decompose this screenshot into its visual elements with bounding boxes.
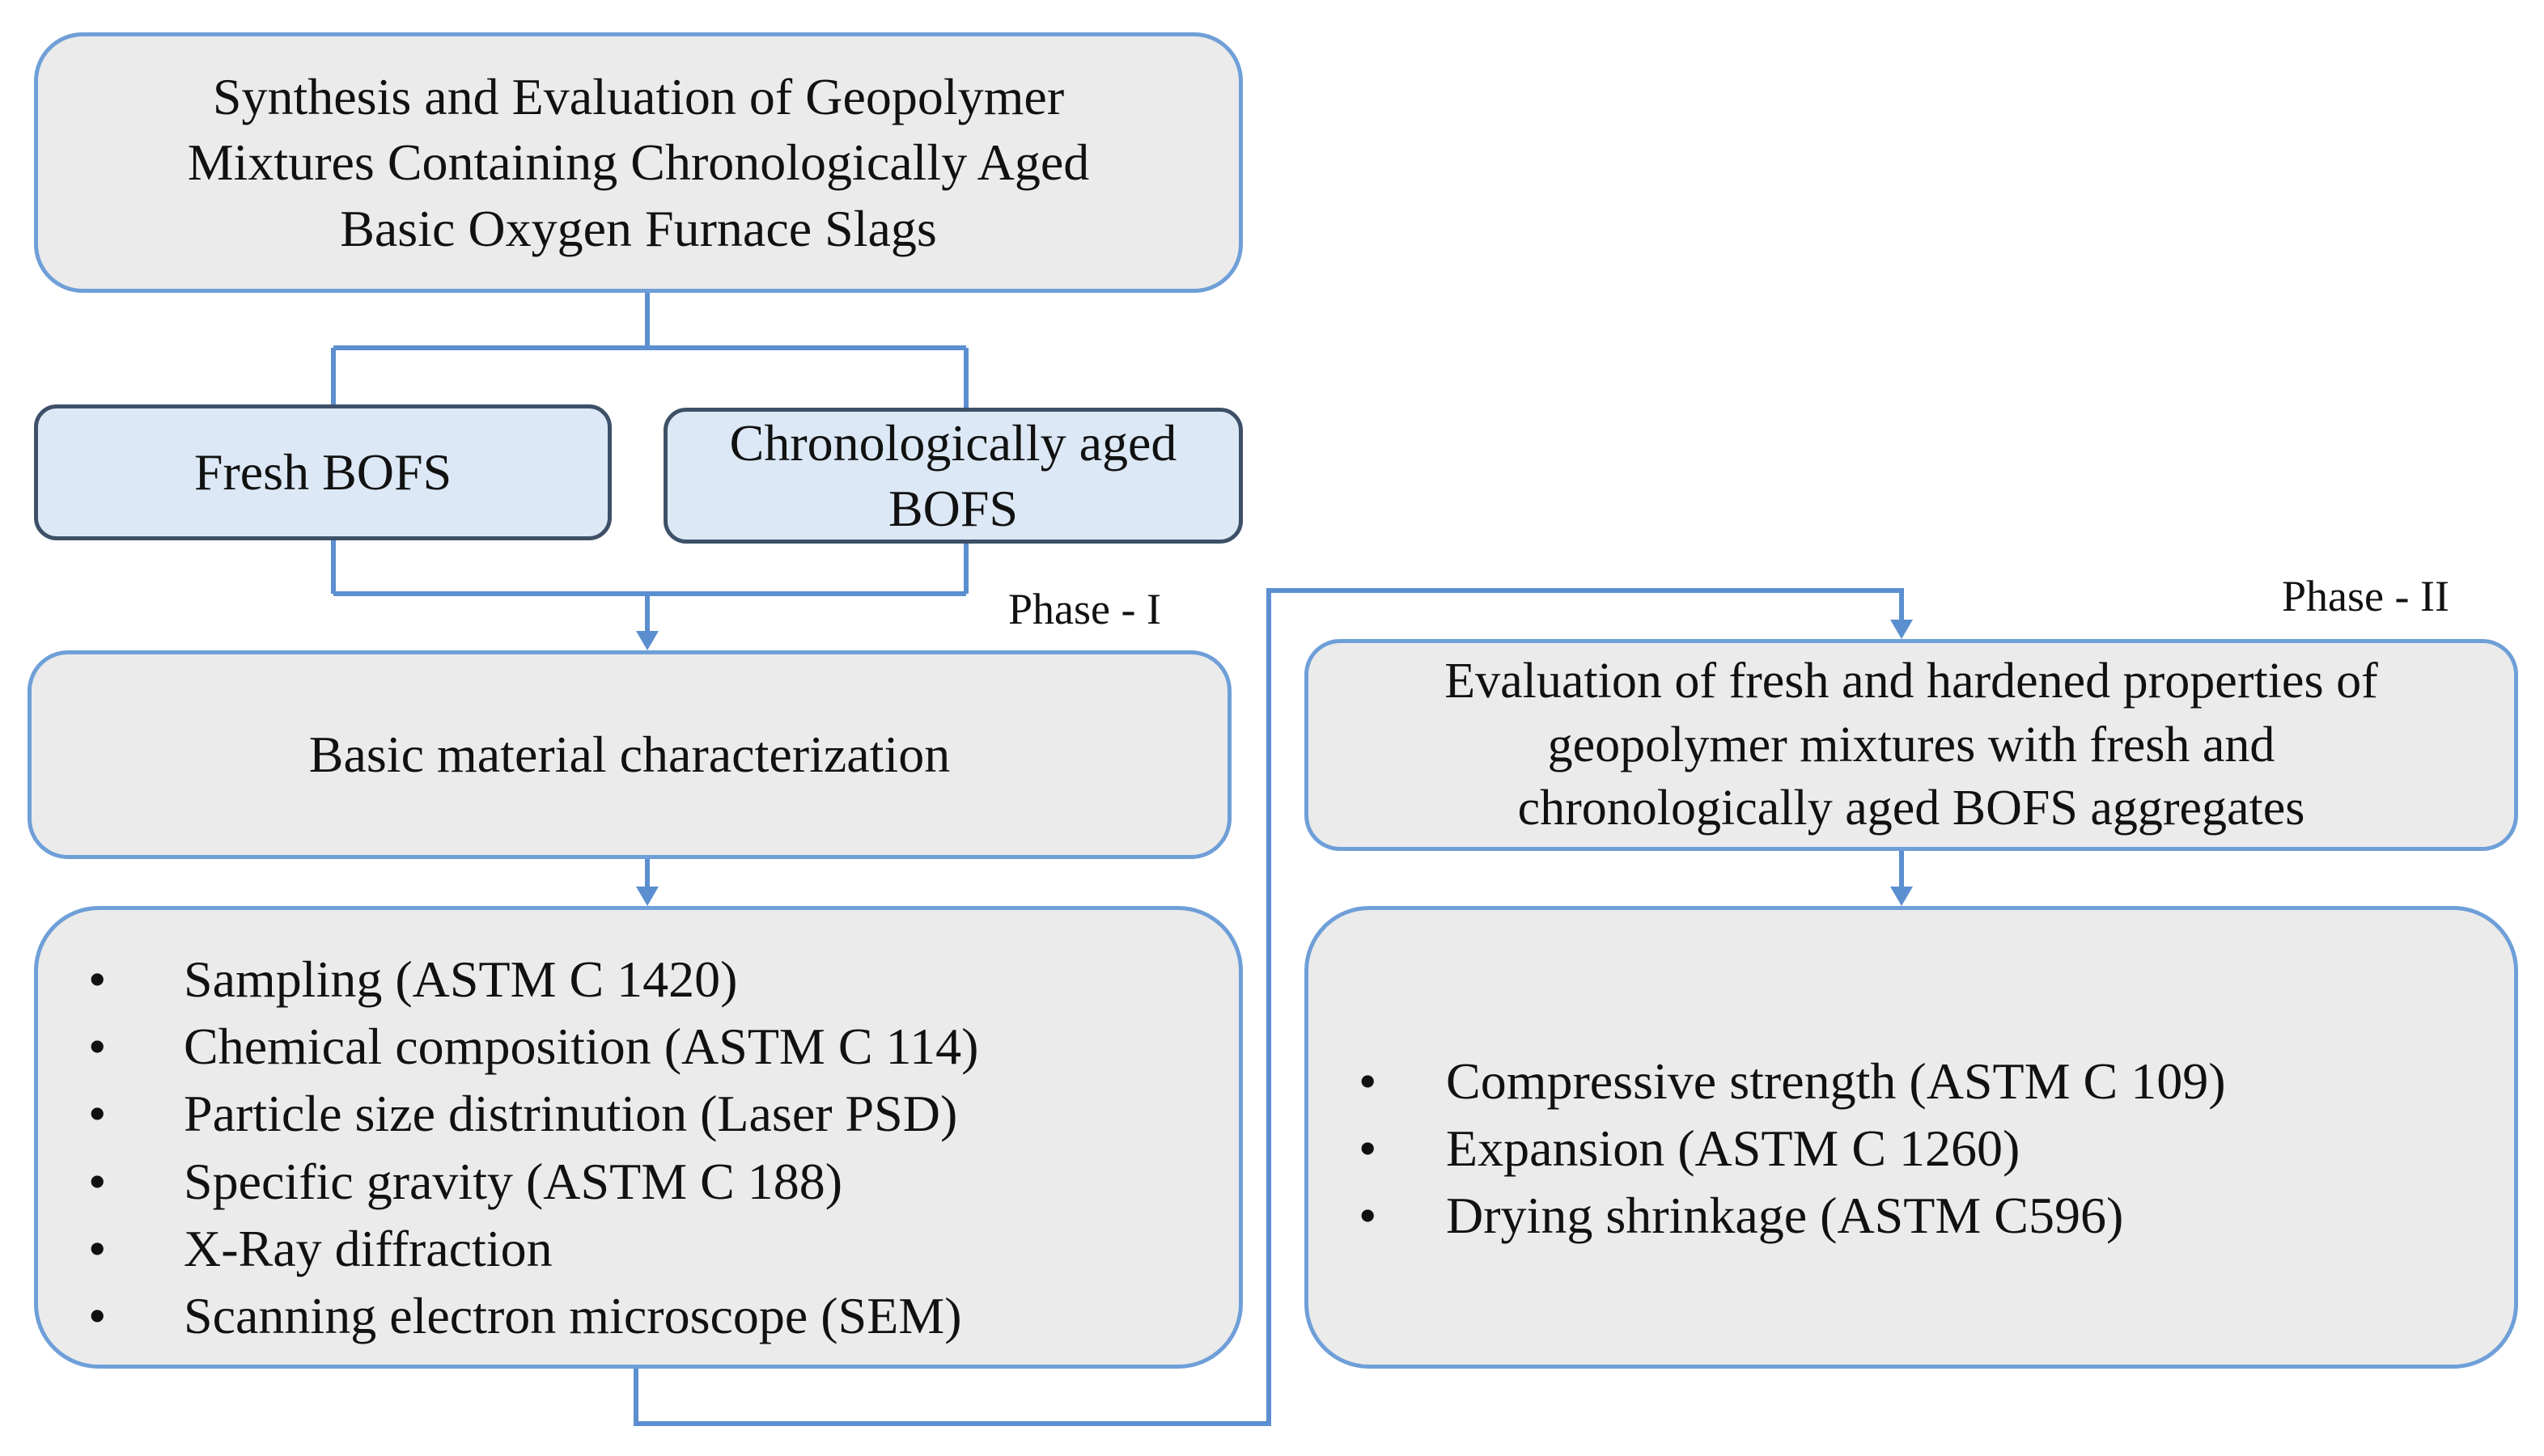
list-item-text: Chemical composition (ASTM C 114) bbox=[184, 1018, 979, 1076]
list-item: • Chemical composition (ASTM C 114) bbox=[38, 1013, 978, 1080]
list-item: • Scanning electron microscope (SEM) bbox=[38, 1282, 978, 1349]
aged-bofs-line: BOFS bbox=[888, 480, 1019, 537]
phase2-heading-line: chronologically aged BOFS aggregates bbox=[1517, 781, 2305, 836]
phase2-heading-line: Evaluation of fresh and hardened propert… bbox=[1444, 653, 2378, 709]
phase1-label: Phase - I bbox=[1008, 585, 1161, 633]
bullet-icon: • bbox=[88, 1018, 107, 1076]
phase1-tests-box: • Sampling (ASTM C 1420) • Chemical comp… bbox=[34, 906, 1243, 1369]
list-item-text: Drying shrinkage (ASTM C596) bbox=[1446, 1187, 2124, 1245]
arrowhead-phase1 bbox=[636, 631, 659, 650]
phase2-tests-box: • Compressive strength (ASTM C 109) • Ex… bbox=[1304, 906, 2518, 1369]
list-item: • Drying shrinkage (ASTM C596) bbox=[1308, 1182, 2226, 1249]
bullet-icon: • bbox=[1359, 1120, 1377, 1178]
arrowhead-phase2-list bbox=[1890, 887, 1913, 906]
list-item: • Particle size distrinution (Laser PSD) bbox=[38, 1080, 978, 1147]
list-item-text: Sampling (ASTM C 1420) bbox=[184, 950, 738, 1008]
list-item: • Specific gravity (ASTM C 188) bbox=[38, 1148, 978, 1215]
connector-phase1-to-phase2 bbox=[634, 588, 1904, 1426]
bullet-icon: • bbox=[88, 950, 107, 1008]
title-line: Mixtures Containing Chronologically Aged bbox=[187, 133, 1090, 192]
list-item: • Expansion (ASTM C 1260) bbox=[1308, 1115, 2226, 1182]
bullet-icon: • bbox=[88, 1152, 107, 1210]
basic-characterization-box: Basic material characterization bbox=[28, 650, 1232, 859]
bullet-icon: • bbox=[1359, 1052, 1377, 1110]
list-item-text: Specific gravity (ASTM C 188) bbox=[184, 1152, 843, 1210]
bullet-icon: • bbox=[88, 1286, 107, 1344]
list-item: • X-Ray diffraction bbox=[38, 1215, 978, 1282]
list-item-text: Compressive strength (ASTM C 109) bbox=[1446, 1052, 2226, 1110]
phase2-label: Phase - II bbox=[2282, 572, 2449, 620]
phase2-tests-list: • Compressive strength (ASTM C 109) • Ex… bbox=[1308, 1048, 2226, 1250]
fresh-bofs-label: Fresh BOFS bbox=[193, 443, 452, 502]
bullet-icon: • bbox=[88, 1085, 107, 1143]
list-item: • Compressive strength (ASTM C 109) bbox=[1308, 1048, 2226, 1115]
arrowhead-phase1-list bbox=[636, 887, 659, 906]
phase2-heading-line: geopolymer mixtures with fresh and bbox=[1547, 717, 2275, 772]
aged-bofs-box: Chronologically aged BOFS bbox=[664, 408, 1243, 544]
list-item-text: Particle size distrinution (Laser PSD) bbox=[184, 1085, 958, 1143]
list-item-text: Expansion (ASTM C 1260) bbox=[1446, 1120, 2020, 1178]
bullet-icon: • bbox=[88, 1219, 107, 1277]
basic-characterization-label: Basic material characterization bbox=[308, 726, 951, 784]
title-box: Synthesis and Evaluation of Geopolymer M… bbox=[34, 32, 1243, 293]
list-item-text: Scanning electron microscope (SEM) bbox=[184, 1286, 962, 1344]
aged-bofs-line: Chronologically aged bbox=[729, 413, 1177, 472]
arrowhead-phase2 bbox=[1890, 620, 1913, 639]
phase2-evaluation-box: Evaluation of fresh and hardened propert… bbox=[1304, 639, 2518, 851]
bullet-icon: • bbox=[1359, 1187, 1377, 1245]
title-line: Basic Oxygen Furnace Slags bbox=[340, 199, 937, 257]
fresh-bofs-box: Fresh BOFS bbox=[34, 404, 612, 540]
list-item-text: X-Ray diffraction bbox=[184, 1219, 553, 1277]
list-item: • Sampling (ASTM C 1420) bbox=[38, 946, 978, 1013]
title-line: Synthesis and Evaluation of Geopolymer bbox=[212, 68, 1065, 126]
phase1-tests-list: • Sampling (ASTM C 1420) • Chemical comp… bbox=[38, 946, 978, 1349]
